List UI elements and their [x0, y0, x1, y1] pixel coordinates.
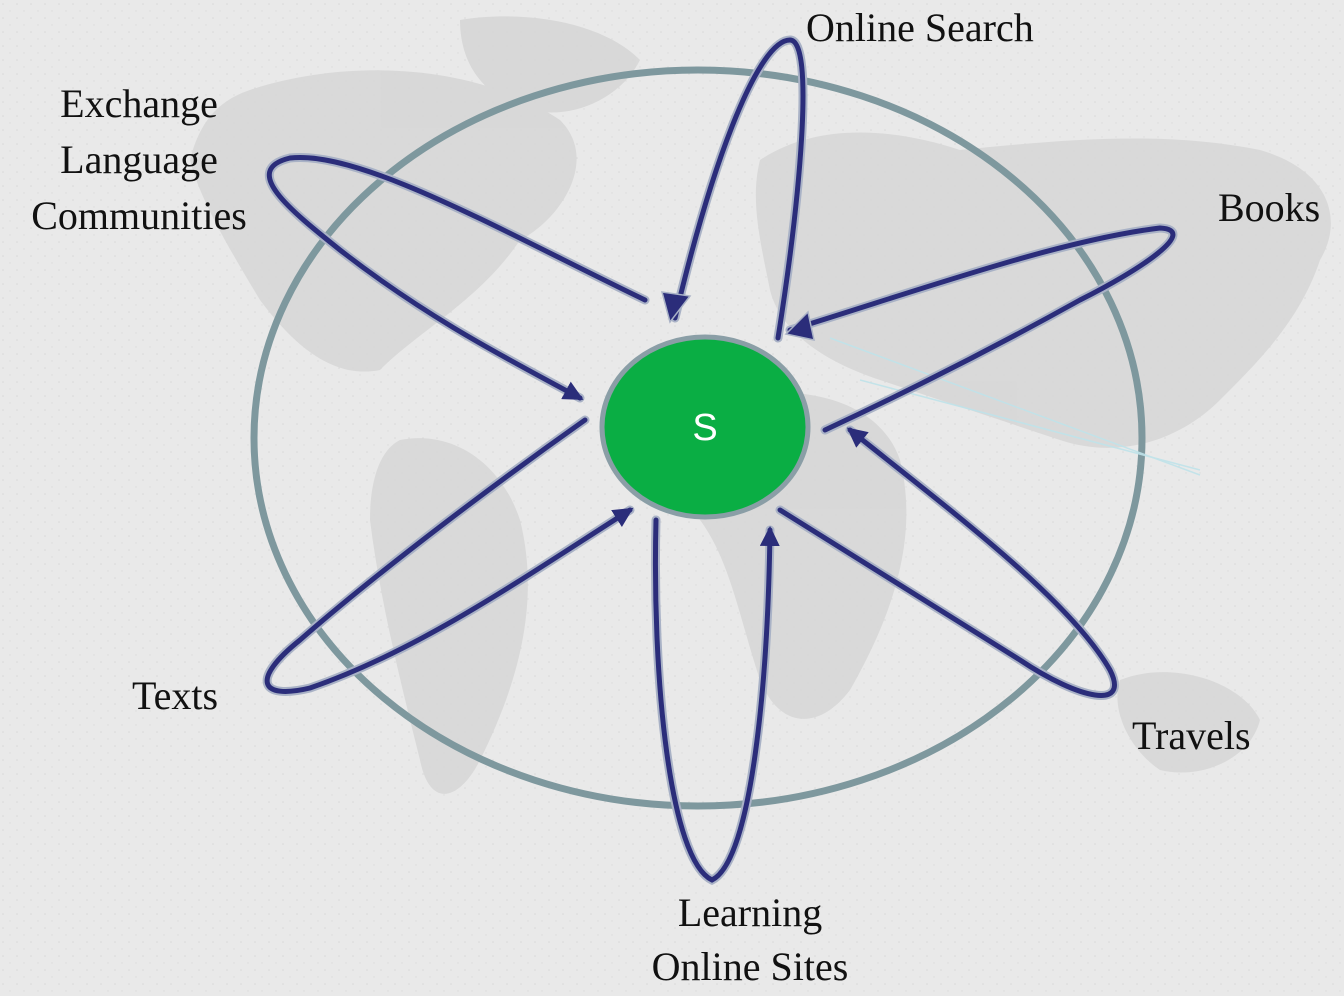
label-texts: Texts: [132, 673, 219, 718]
arrowhead-online-search: [660, 291, 692, 324]
arrow-travels: [777, 427, 1117, 698]
arrow-books: [787, 225, 1176, 433]
center-node-label: S: [692, 407, 718, 449]
arrow-online-search: [672, 37, 806, 341]
orbit-circle: [250, 66, 1146, 810]
arrows: [264, 37, 1176, 883]
label-travels: Travels: [1132, 713, 1251, 758]
label-online-search: Online Search: [806, 5, 1034, 50]
arrowheads: [660, 291, 815, 341]
arrow-texts: [264, 417, 634, 694]
label-exchange-language-communities: Exchange Language Communities: [31, 81, 247, 238]
decorative-lines: [829, 337, 1201, 476]
arrow-exchange-language-communities: [266, 154, 648, 401]
label-books: Books: [1218, 185, 1321, 230]
label-learning-online-sites: Learning Online Sites: [651, 890, 849, 989]
center-node: [599, 334, 811, 520]
arrowhead-books: [784, 310, 815, 341]
arrow-learning-online-sites: [652, 517, 780, 883]
